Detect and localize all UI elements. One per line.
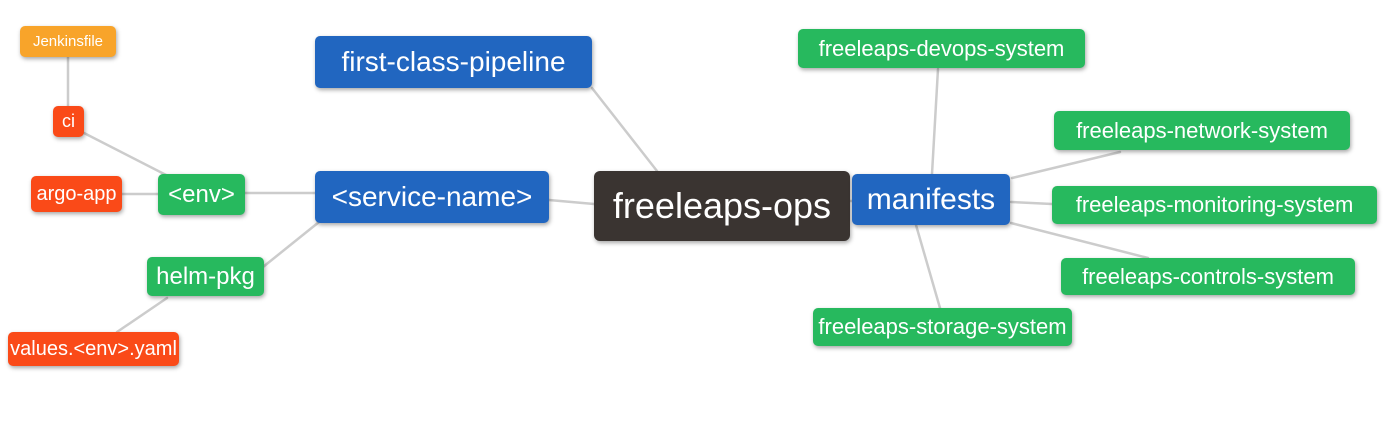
node-env[interactable]: <env> [158,174,245,215]
node-freeleaps-devops-system[interactable]: freeleaps-devops-system [798,29,1085,68]
edge-pipeline-root [590,86,659,173]
edge-service-name-root [547,198,596,206]
edge-values-helm-pkg [115,296,169,334]
edge-manifests-devops [930,67,940,176]
edge-manifests-network [1010,150,1122,180]
node-freeleaps-storage-system[interactable]: freeleaps-storage-system [813,308,1072,346]
edge-ci-env [82,131,172,179]
edge-manifests-controls [1009,221,1150,260]
node-argo-app[interactable]: argo-app [31,176,122,212]
node-jenkinsfile[interactable]: Jenkinsfile [20,26,116,57]
node-freeleaps-ops[interactable]: freeleaps-ops [594,171,850,241]
node-ci[interactable]: ci [53,106,84,137]
node-freeleaps-controls-system[interactable]: freeleaps-controls-system [1061,258,1355,295]
node-first-class-pipeline[interactable]: first-class-pipeline [315,36,592,88]
node-values-env-yaml[interactable]: values.<env>.yaml [8,332,179,366]
node-manifests[interactable]: manifests [852,174,1010,225]
node-freeleaps-monitoring-system[interactable]: freeleaps-monitoring-system [1052,186,1377,224]
edge-manifests-monitoring [1009,200,1054,206]
node-helm-pkg[interactable]: helm-pkg [147,257,264,296]
edge-helm-pkg-service-name [261,220,321,269]
node-freeleaps-network-system[interactable]: freeleaps-network-system [1054,111,1350,150]
node-service-name[interactable]: <service-name> [315,171,549,223]
edge-manifests-storage [914,223,942,310]
